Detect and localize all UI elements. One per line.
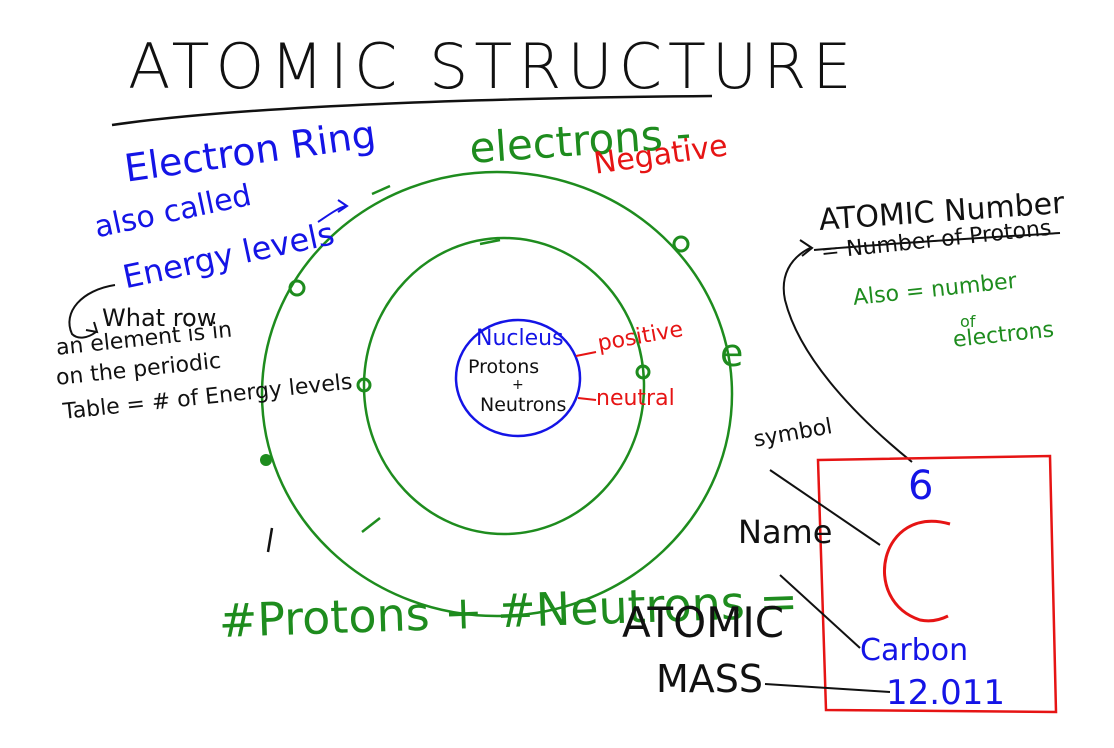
arrow-head (85, 321, 99, 334)
name-label: Name (738, 513, 833, 551)
electron-dot (288, 279, 306, 297)
page-title: ATOMIC STRUCTURE (128, 30, 858, 103)
symbol-pointer-line (769, 469, 881, 546)
ring-tick (371, 184, 391, 196)
nucleus-circle (454, 318, 582, 438)
element-name-value: Carbon (860, 633, 969, 668)
ring-tick (266, 527, 274, 553)
energy-levels-arrow (317, 205, 347, 223)
ring-tick (479, 238, 501, 246)
what-row-arrow (68, 284, 116, 339)
mass-pointer-line (764, 683, 891, 693)
atomic-word-label: ATOMIC (622, 598, 785, 647)
neutral-label: neutral (596, 386, 675, 411)
neutral-line (577, 397, 597, 401)
element-card-box (816, 454, 1058, 714)
element-symbol-text: C (0, 0, 1, 1)
ring-tick (361, 517, 381, 533)
mass-word-label: MASS (656, 657, 764, 701)
electron-dot (260, 454, 272, 466)
atomic-number-arrow (782, 247, 913, 463)
atomic-mass-value: 12.011 (886, 673, 1005, 713)
atomic-number-value: 6 (908, 463, 934, 509)
of-label: of (960, 312, 976, 331)
nucleus-label: Nucleus (476, 326, 564, 351)
name-pointer-line (779, 574, 861, 649)
what-row-line-1: What row (102, 304, 217, 332)
title-underline (111, 94, 713, 127)
plus-sign: + (512, 377, 524, 393)
element-symbol-shape (883, 520, 951, 623)
arrow-head (337, 199, 349, 213)
neutrons-label: Neutrons (480, 394, 567, 416)
inner-electron-ring (362, 236, 646, 536)
protons-label: Protons (468, 356, 540, 378)
electron-e-label: e (720, 331, 744, 375)
electron-dot (635, 364, 651, 380)
electron-dot (356, 377, 372, 393)
electron-dot (672, 235, 690, 253)
arrow-head (799, 239, 814, 257)
outer-electron-ring (260, 170, 734, 618)
positive-line (575, 351, 597, 357)
atomic-number-underline (813, 232, 1061, 251)
